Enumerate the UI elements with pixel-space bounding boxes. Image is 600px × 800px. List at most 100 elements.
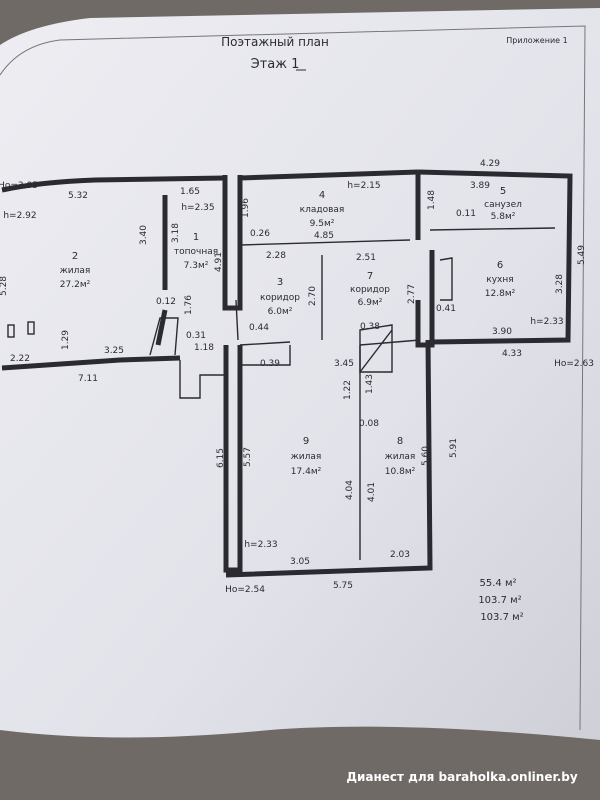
room-6-number: 6 <box>497 260 503 271</box>
room-5: 5 санузел 5.8м² <box>484 186 522 222</box>
dimension-label: 2.22 <box>10 354 30 364</box>
dimension-label: 1.22 <box>343 380 353 400</box>
dimension-label: 1.29 <box>61 330 71 350</box>
room-3-number: 3 <box>277 277 283 288</box>
dimension-label: 4.04 <box>345 480 355 500</box>
dimension-label: 0.08 <box>359 419 379 429</box>
room-8: 8 жилая 10.8м² <box>385 436 416 477</box>
appendix-label: Приложение 1 <box>506 36 567 45</box>
dimension-label: 3.18 <box>171 223 181 243</box>
floor-plan-walls <box>1 169 573 578</box>
room-3-area: 6.0м² <box>268 307 293 317</box>
dimension-label: 1.65 <box>180 187 200 197</box>
total-area: 103.7 м² <box>478 595 521 606</box>
room-9-number: 9 <box>303 436 309 447</box>
dimension-label: 0.31 <box>186 331 206 341</box>
room-6-name: кухня <box>486 275 513 285</box>
room-9-name: жилая <box>291 452 322 462</box>
total-living-area: 55.4 м² <box>480 578 517 589</box>
dimension-label: Ho=2.54 <box>225 585 265 595</box>
room-2-number: 2 <box>72 251 78 262</box>
dimension-label: 1.43 <box>365 374 375 394</box>
dimension-label: h=2.15 <box>347 181 380 191</box>
room-1-number: 1 <box>193 232 199 243</box>
room-8-number: 8 <box>397 436 403 447</box>
dimension-label: 0.44 <box>249 323 269 333</box>
dimension-label: 5.91 <box>449 438 459 458</box>
dimension-label: 7.11 <box>78 374 98 384</box>
room-4-number: 4 <box>319 190 325 201</box>
dimension-label: 4.33 <box>502 349 522 359</box>
room-6: 6 кухня 12.8м² <box>485 260 516 299</box>
area-totals: 55.4 м² 103.7 м² 103.7 м² <box>478 578 523 623</box>
dimension-label: 2.03 <box>390 550 410 560</box>
room-7-area: 6.9м² <box>358 298 383 308</box>
dimension-label: h=2.92 <box>3 211 36 221</box>
room-4-name: кладовая <box>300 205 345 215</box>
dimension-label: 4.91 <box>214 252 224 272</box>
dimension-label: 6.15 <box>216 448 226 468</box>
dimension-label: 3.05 <box>290 557 310 567</box>
dimension-label: 1.18 <box>194 343 214 353</box>
dimension-label: 4.29 <box>480 159 500 169</box>
dimension-label: Ho=2.63 <box>554 359 594 369</box>
dimension-label: h=2.33 <box>244 540 277 550</box>
dimension-labels: Ho=3.05 5.32 h=2.92 1.65 h=2.35 h=2.15 1.96 0.2… <box>0 159 594 595</box>
room-7-number: 7 <box>367 271 373 282</box>
room-3: 3 коридор 6.0м² <box>260 277 300 317</box>
room-2-name: жилая <box>60 266 91 276</box>
dimension-label: 5.32 <box>68 191 88 201</box>
room-9: 9 жилая 17.4м² <box>291 436 322 477</box>
dimension-label: 0.26 <box>250 229 270 239</box>
dimension-label: 4.01 <box>367 482 377 502</box>
room-1-name: топочная <box>174 247 218 257</box>
dimension-label: Ho=3.05 <box>0 181 38 191</box>
dimension-label: 1.96 <box>241 198 251 218</box>
room-9-area: 17.4м² <box>291 467 322 477</box>
room-8-area: 10.8м² <box>385 467 416 477</box>
dimension-label: 4.85 <box>314 231 334 241</box>
room-5-name: санузел <box>484 200 522 210</box>
dimension-label: 0.41 <box>436 304 456 314</box>
dimension-label: 5.28 <box>0 276 9 296</box>
watermark: Дианест для baraholka.onliner.by <box>346 770 578 784</box>
room-5-number: 5 <box>500 186 506 197</box>
dimension-label: 0.11 <box>456 209 476 219</box>
dimension-label: 3.45 <box>334 359 354 369</box>
sheet-border <box>0 25 586 731</box>
dimension-label: 2.77 <box>407 284 417 304</box>
dimension-label: h=2.33 <box>530 317 563 327</box>
dimension-label: 0.12 <box>156 297 176 307</box>
room-3-name: коридор <box>260 293 300 303</box>
dimension-label: 0.39 <box>260 359 280 369</box>
floor-label: Этаж 1 <box>251 57 300 72</box>
room-4: 4 кладовая 9.5м² <box>300 190 345 229</box>
dimension-label: 2.28 <box>266 251 286 261</box>
dimension-label: 5.60 <box>421 446 431 466</box>
room-7: 7 коридор 6.9м² <box>350 271 390 308</box>
room-1: 1 топочная 7.3м² <box>174 232 218 271</box>
dimension-label: 1.48 <box>427 190 437 210</box>
dimension-label: 2.70 <box>308 286 318 306</box>
dimension-label: 3.28 <box>555 274 565 294</box>
dimension-label: 5.49 <box>577 245 587 265</box>
room-2: 2 жилая 27.2м² <box>60 251 91 290</box>
total-area-repeat: 103.7 м² <box>480 612 523 623</box>
room-8-name: жилая <box>385 452 416 462</box>
dimension-label: 5.57 <box>243 447 253 467</box>
room-1-area: 7.3м² <box>184 261 209 271</box>
dimension-label: 5.75 <box>333 581 353 591</box>
paper-sheet <box>0 8 600 740</box>
plan-title: Поэтажный план <box>221 35 329 49</box>
room-5-area: 5.8м² <box>491 212 516 222</box>
dimension-label: 2.51 <box>356 253 376 263</box>
room-7-name: коридор <box>350 285 390 295</box>
dimension-label: 3.90 <box>492 327 512 337</box>
room-6-area: 12.8м² <box>485 289 516 299</box>
dimension-label: 3.89 <box>470 181 490 191</box>
room-2-area: 27.2м² <box>60 280 91 290</box>
dimension-label: h=2.35 <box>181 203 214 213</box>
dimension-label: 3.25 <box>104 346 124 356</box>
dimension-label: 1.76 <box>184 295 194 315</box>
